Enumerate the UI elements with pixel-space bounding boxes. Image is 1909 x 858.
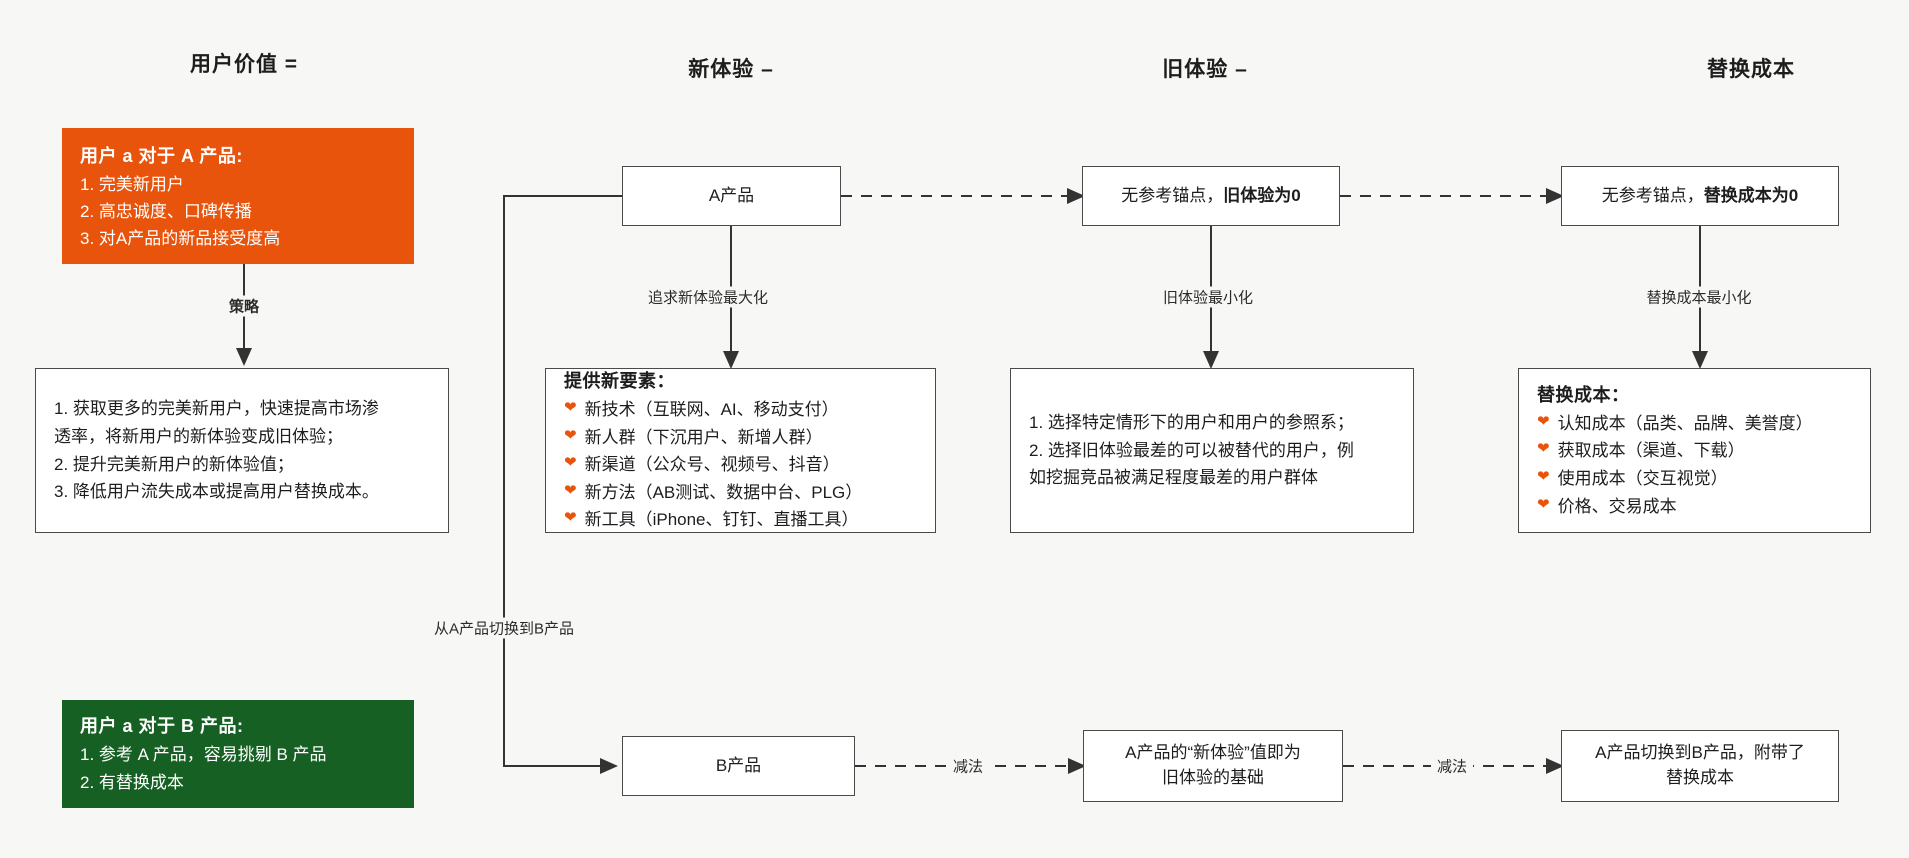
card-new-elements-item-text: 新渠道（公众号、视频号、抖音） bbox=[584, 455, 840, 475]
card-user-a-product-a-line-2: 2. 高忠诚度、口碑传播 bbox=[80, 202, 252, 222]
box-switch-with-cost-text: A产品切换到B产品，附带了替换成本 bbox=[1595, 741, 1805, 790]
basis-line-2: 旧体验的基础 bbox=[1161, 768, 1264, 787]
box-product-b: B产品 bbox=[622, 736, 855, 796]
box-switching-cost-anchor: 无参考锚点，替换成本为0 bbox=[1561, 166, 1839, 226]
box-product-a: A产品 bbox=[622, 166, 841, 226]
card-switching-cost-item: ❤ 获取成本（渠道、下载） bbox=[1537, 437, 1852, 465]
switch-cost-line-1: A产品切换到B产品，附带了 bbox=[1595, 743, 1805, 763]
heart-icon: ❤ bbox=[564, 426, 577, 444]
heart-icon: ❤ bbox=[564, 454, 577, 472]
heart-icon: ❤ bbox=[1537, 495, 1550, 513]
card-user-a-product-b-title: 用户 a 对于 B 产品: bbox=[80, 716, 244, 737]
box-switch-with-cost: A产品切换到B产品，附带了替换成本 bbox=[1561, 730, 1839, 802]
card-old-experience-line-2: 2. 选择旧体验最差的可以被替代的用户，例 bbox=[1029, 440, 1354, 460]
column-heading-old-experience: 旧体验 – bbox=[1162, 58, 1248, 81]
anchor-prefix-old: 无参考锚点， bbox=[1121, 185, 1224, 205]
card-user-a-product-a: 用户 a 对于 A 产品: 1. 完美新用户 2. 高忠诚度、口碑传播 3. 对… bbox=[62, 128, 414, 264]
card-new-elements-item-text: 新方法（AB测试、数据中台、PLG） bbox=[584, 482, 863, 502]
box-new-experience-basis-text: A产品的“新体验”值即为旧体验的基础 bbox=[1125, 741, 1301, 790]
card-user-a-product-a-line-1: 1. 完美新用户 bbox=[80, 175, 184, 194]
heart-icon: ❤ bbox=[1537, 412, 1550, 430]
card-switching-cost-item-text: 价格、交易成本 bbox=[1557, 496, 1677, 516]
anchor-bold-cost: 替换成本为0 bbox=[1703, 185, 1799, 205]
wire-label-minimize-switching-cost: 替换成本最小化 bbox=[1640, 286, 1758, 308]
card-old-experience-line-1: 1. 选择特定情形下的用户和用户的参照系； bbox=[1029, 413, 1354, 433]
card-user-a-product-b-line-2: 2. 有替换成本 bbox=[80, 772, 184, 792]
card-new-elements-item: ❤ 新方法（AB测试、数据中台、PLG） bbox=[564, 479, 917, 507]
column-heading-switching-cost: 替换成本 bbox=[1707, 58, 1795, 81]
card-new-elements: 提供新要素： ❤ 新技术（互联网、AI、移动支付） ❤ 新人群（下沉用户、新增人… bbox=[545, 368, 936, 533]
heart-icon: ❤ bbox=[564, 399, 577, 417]
card-switching-cost-item-text: 获取成本（渠道、下载） bbox=[1557, 441, 1745, 461]
switch-cost-line-2: 替换成本 bbox=[1666, 768, 1734, 787]
card-switching-cost-item-text: 使用成本（交互视觉） bbox=[1557, 469, 1728, 488]
card-switching-cost-item-text: 认知成本（品类、品牌、美誉度） bbox=[1557, 413, 1813, 433]
wire-label-switch-path: 从A产品切换到B产品 bbox=[427, 617, 581, 639]
heart-icon: ❤ bbox=[564, 481, 577, 499]
card-switching-cost-item: ❤ 使用成本（交互视觉） bbox=[1537, 465, 1852, 493]
card-switching-cost-item: ❤ 价格、交易成本 bbox=[1537, 493, 1852, 521]
card-new-elements-item-text: 新技术（互联网、AI、移动支付） bbox=[584, 400, 839, 420]
card-switching-cost: 替换成本： ❤ 认知成本（品类、品牌、美誉度） ❤ 获取成本（渠道、下载） ❤ … bbox=[1518, 368, 1871, 533]
column-heading-new-experience: 新体验 – bbox=[688, 58, 774, 81]
card-old-experience-lines: 1. 选择特定情形下的用户和用户的参照系； 2. 选择旧体验最差的可以被替代的用… bbox=[1029, 409, 1395, 492]
box-old-experience-anchor-text: 无参考锚点，旧体验为0 bbox=[1121, 184, 1300, 209]
column-heading-user-value: 用户价值 = bbox=[189, 53, 299, 76]
card-switching-cost-item: ❤ 认知成本（品类、品牌、美誉度） bbox=[1537, 410, 1852, 438]
box-old-experience-anchor: 无参考锚点，旧体验为0 bbox=[1082, 166, 1340, 226]
card-new-elements-item-text: 新工具（iPhone、钉钉、直播工具） bbox=[584, 510, 859, 530]
card-switching-cost-title: 替换成本： bbox=[1537, 384, 1630, 405]
wire-label-subtraction-1: 减法 bbox=[946, 755, 990, 777]
card-user-a-product-b-line-1: 1. 参考 A 产品，容易挑剔 B 产品 bbox=[80, 745, 327, 765]
box-product-a-label: A产品 bbox=[708, 185, 755, 205]
card-old-experience-line-3: 如挖掘竞品被满足程度最差的用户群体 bbox=[1029, 468, 1318, 488]
card-new-elements-item-text: 新人群（下沉用户、新增人群） bbox=[584, 427, 823, 447]
card-new-elements-item: ❤ 新工具（iPhone、钉钉、直播工具） bbox=[564, 506, 917, 534]
card-new-elements-item: ❤ 新人群（下沉用户、新增人群） bbox=[564, 424, 917, 452]
basis-line-1: A产品的“新体验”值即为 bbox=[1125, 743, 1301, 763]
card-new-elements-item: ❤ 新技术（互联网、AI、移动支付） bbox=[564, 396, 917, 424]
card-user-a-product-b: 用户 a 对于 B 产品: 1. 参考 A 产品，容易挑剔 B 产品 2. 有替… bbox=[62, 700, 414, 808]
card-strategy-line-2: 透率，将新用户的新体验变成旧体验； bbox=[54, 426, 343, 446]
heart-icon: ❤ bbox=[1537, 468, 1550, 485]
wire-label-strategy: 策略 bbox=[222, 295, 266, 317]
card-user-a-product-a-title: 用户 a 对于 A 产品: bbox=[80, 146, 243, 166]
card-strategy-line-3: 2. 提升完美新用户的新体验值； bbox=[54, 454, 294, 474]
wire-label-minimize-old-experience: 旧体验最小化 bbox=[1156, 286, 1260, 308]
box-switching-cost-anchor-text: 无参考锚点，替换成本为0 bbox=[1602, 184, 1798, 209]
wire-label-subtraction-2: 减法 bbox=[1430, 755, 1474, 777]
heart-icon: ❤ bbox=[1537, 440, 1550, 458]
card-strategy-line-1: 1. 获取更多的完美新用户，快速提高市场渗 bbox=[54, 399, 379, 419]
card-new-elements-title: 提供新要素： bbox=[564, 371, 675, 392]
card-strategy-line-4: 3. 降低用户流失成本或提高用户替换成本。 bbox=[54, 482, 379, 502]
box-new-experience-basis: A产品的“新体验”值即为旧体验的基础 bbox=[1083, 730, 1343, 802]
wire-label-maximize-new-experience: 追求新体验最大化 bbox=[641, 286, 775, 308]
card-strategy: 1. 获取更多的完美新用户，快速提高市场渗 透率，将新用户的新体验变成旧体验； … bbox=[35, 368, 449, 533]
card-new-elements-item: ❤ 新渠道（公众号、视频号、抖音） bbox=[564, 451, 917, 479]
anchor-prefix-cost: 无参考锚点， bbox=[1601, 185, 1704, 205]
heart-icon: ❤ bbox=[564, 509, 577, 527]
card-strategy-lines: 1. 获取更多的完美新用户，快速提高市场渗 透率，将新用户的新体验变成旧体验； … bbox=[54, 395, 430, 505]
card-user-a-product-a-line-3: 3. 对A产品的新品接受度高 bbox=[80, 229, 281, 249]
box-product-b-label: B产品 bbox=[715, 755, 762, 775]
anchor-bold-old: 旧体验为0 bbox=[1223, 185, 1301, 205]
card-old-experience: 1. 选择特定情形下的用户和用户的参照系； 2. 选择旧体验最差的可以被替代的用… bbox=[1010, 368, 1414, 533]
